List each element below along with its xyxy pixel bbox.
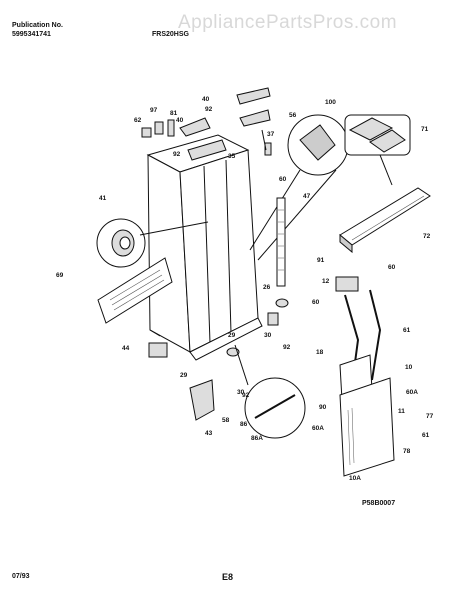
model-code: FRS20HSG <box>152 31 189 38</box>
part-29 <box>226 347 240 357</box>
callout: 29 <box>228 332 236 339</box>
part-26 <box>275 298 289 308</box>
page-number: E8 <box>222 572 234 582</box>
part-35 <box>187 139 227 161</box>
callout: 60 <box>279 176 287 183</box>
callout: 92 <box>173 151 181 158</box>
callout: 30 <box>237 389 245 396</box>
callout: 92 <box>283 344 291 351</box>
callout: 90 <box>319 404 327 411</box>
callout: 58 <box>222 417 230 424</box>
callout: 18 <box>316 349 324 356</box>
callout: 97 <box>150 107 158 114</box>
callout: 60A <box>406 389 418 396</box>
part-69-panel <box>97 257 173 324</box>
callout: 35 <box>228 153 236 160</box>
publication-date: 07/93 <box>12 573 30 580</box>
part-10A-panel <box>339 377 395 477</box>
part-43-bracket <box>189 379 215 421</box>
callout: 10 <box>405 364 413 371</box>
publication-number: 5995341741 <box>12 31 51 38</box>
callout: 71 <box>421 126 429 133</box>
callout: 56 <box>289 112 297 119</box>
drawing-code: P58B0007 <box>362 500 396 507</box>
callout: 91 <box>317 257 325 264</box>
callout: 72 <box>423 233 431 240</box>
callout: 78 <box>403 448 411 455</box>
detail-circle-86 <box>244 377 306 439</box>
callout: 12 <box>322 278 330 285</box>
part-40-mid <box>179 117 211 137</box>
callout: 92 <box>242 392 250 399</box>
callout: 86 <box>240 421 248 428</box>
callout: 60 <box>388 264 396 271</box>
callout: 62 <box>134 117 142 124</box>
callout: 86A <box>251 435 263 442</box>
callout: 29 <box>180 372 188 379</box>
callout: 61 <box>422 432 430 439</box>
part-81 <box>167 119 175 137</box>
part-72-grille <box>339 187 431 246</box>
part-47-rail <box>276 197 286 287</box>
part-97 <box>154 121 164 135</box>
callout: 81 <box>170 110 178 117</box>
part-62 <box>141 127 152 138</box>
part-44 <box>148 342 168 358</box>
callout: 47 <box>303 193 311 200</box>
callout: 30 <box>264 332 272 339</box>
callout: 10A <box>349 475 361 482</box>
callout: 92 <box>205 106 213 113</box>
callout: 100 <box>325 99 336 106</box>
callout: 60A <box>312 425 324 432</box>
callout: 11 <box>398 408 405 415</box>
part-37 <box>264 142 272 156</box>
callout: 77 <box>426 413 434 420</box>
callout: 69 <box>56 272 64 279</box>
callout: 43 <box>205 430 213 437</box>
callout: 37 <box>267 131 275 138</box>
callout: 26 <box>263 284 271 291</box>
cabinet-liner <box>146 134 263 361</box>
callout: 40 <box>202 96 210 103</box>
part-40-top <box>236 87 271 105</box>
part-30 <box>267 312 279 326</box>
publication-label: Publication No. <box>12 22 63 29</box>
watermark: AppliancePartsPros.com <box>178 12 398 33</box>
callout: 61 <box>403 327 411 334</box>
callout: 41 <box>99 195 107 202</box>
callout: 60 <box>312 299 320 306</box>
callout: 44 <box>122 345 130 352</box>
hinge-assembly <box>335 276 382 401</box>
part-56 <box>239 109 271 127</box>
callout: 40 <box>176 117 184 124</box>
